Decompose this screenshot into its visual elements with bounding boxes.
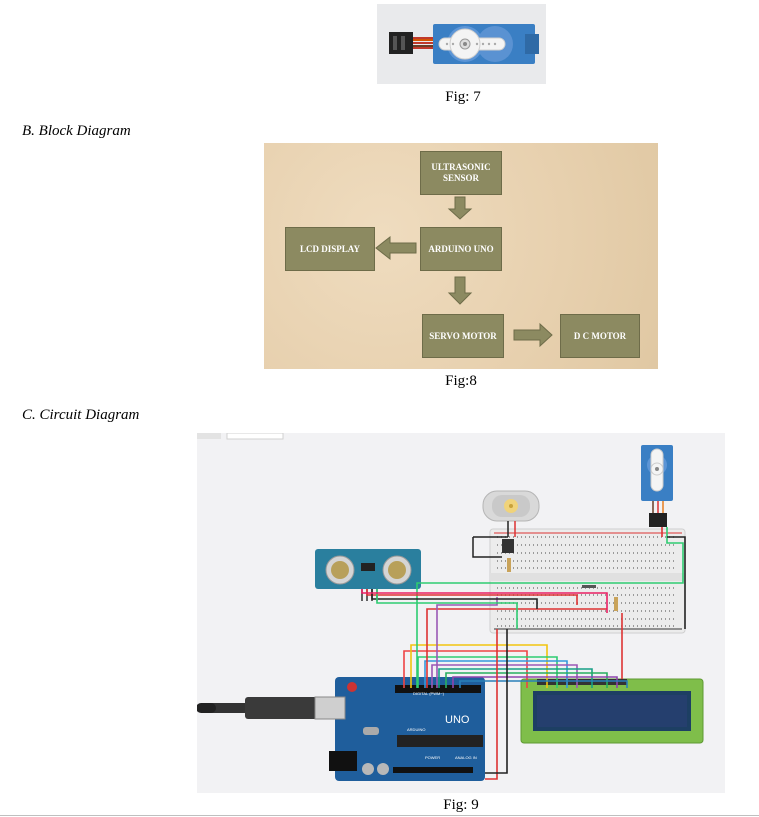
arduino-power-label: POWER — [425, 755, 440, 760]
arduino-uno — [197, 677, 485, 781]
servo-motor-block: SERVO MOTOR — [422, 314, 504, 358]
lcd-display-block: LCD DISPLAY — [285, 227, 375, 271]
breadboard — [489, 528, 686, 634]
ultrasonic-sensor — [315, 549, 421, 601]
arrow-servo-to-dc — [513, 322, 553, 348]
arrow-arduino-to-lcd — [375, 235, 417, 261]
arduino-brand-label: ARDUINO — [407, 727, 425, 732]
arduino-digital-label: DIGITAL (PWM~) — [413, 691, 445, 696]
dc-motor — [482, 490, 540, 537]
transistor — [472, 536, 514, 558]
lcd-display — [520, 678, 704, 744]
figure-9-caption: Fig: 9 — [443, 797, 479, 813]
arduino-uno-label: UNO — [445, 714, 470, 726]
arrow-arduino-to-servo — [447, 276, 473, 305]
block-diagram-heading: B. Block Diagram — [22, 123, 131, 139]
arduino-uno-block: ARDUINO UNO — [420, 227, 502, 271]
circuit-diagram: UNO DIGITAL (PWM~) ARDUINO POWER ANALOG … — [197, 433, 725, 793]
page-bottom-rule — [0, 815, 759, 816]
servo-motor-image — [377, 4, 546, 84]
block-diagram: ULTRASONIC SENSOR ARDUINO UNO LCD DISPLA… — [264, 143, 658, 369]
figure-7-caption: Fig: 7 — [445, 89, 481, 105]
ultrasonic-sensor-block: ULTRASONIC SENSOR — [420, 151, 502, 195]
figure-8-caption: Fig:8 — [445, 373, 477, 389]
dc-motor-block: D C MOTOR — [560, 314, 640, 358]
resistors — [507, 558, 618, 611]
arduino-analog-label: ANALOG IN — [455, 755, 477, 760]
block-diagram-arrows — [375, 196, 553, 348]
servo-motor — [641, 445, 673, 527]
circuit-diagram-heading: C. Circuit Diagram — [22, 407, 140, 423]
arrow-sensor-to-arduino — [447, 196, 473, 220]
wires — [361, 527, 686, 780]
